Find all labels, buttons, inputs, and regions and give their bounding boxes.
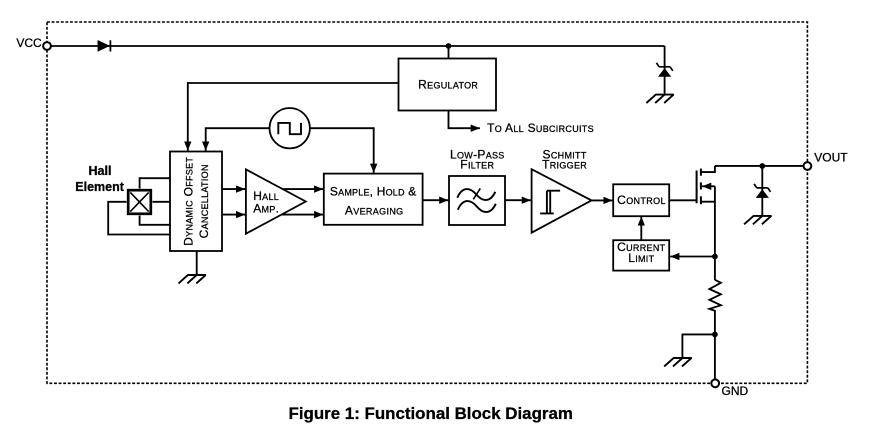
svg-text:LIMIT: LIMIT: [628, 251, 654, 265]
svg-text:DYNAMIC OFFSET: DYNAMIC OFFSET: [182, 157, 196, 246]
svg-text:HALL: HALL: [253, 189, 279, 203]
svg-text:REGULATOR: REGULATOR: [418, 77, 478, 91]
svg-text:Figure 1: Functional Block Dia: Figure 1: Functional Block Diagram: [289, 404, 573, 423]
svg-text:TRIGGER: TRIGGER: [542, 157, 587, 171]
svg-text:AMP.: AMP.: [253, 201, 279, 215]
svg-text:CONTROL: CONTROL: [617, 193, 666, 207]
svg-text:VCC: VCC: [16, 36, 42, 50]
svg-text:CANCELLATION: CANCELLATION: [197, 164, 211, 238]
svg-text:FILTER: FILTER: [460, 157, 494, 171]
svg-text:SAMPLE, HOLD &: SAMPLE, HOLD &: [330, 184, 417, 198]
svg-text:VOUT: VOUT: [814, 151, 848, 165]
svg-text:GND: GND: [722, 384, 749, 398]
svg-text:AVERAGING: AVERAGING: [345, 203, 404, 217]
svg-text:SCHMITT: SCHMITT: [543, 147, 587, 161]
svg-text:Element: Element: [75, 180, 124, 194]
svg-text:LOW-PASS: LOW-PASS: [450, 147, 505, 161]
svg-text:CURRENT: CURRENT: [617, 240, 665, 254]
svg-text:TO ALL SUBCIRCUITS: TO ALL SUBCIRCUITS: [487, 121, 594, 135]
svg-text:Hall: Hall: [89, 164, 112, 178]
